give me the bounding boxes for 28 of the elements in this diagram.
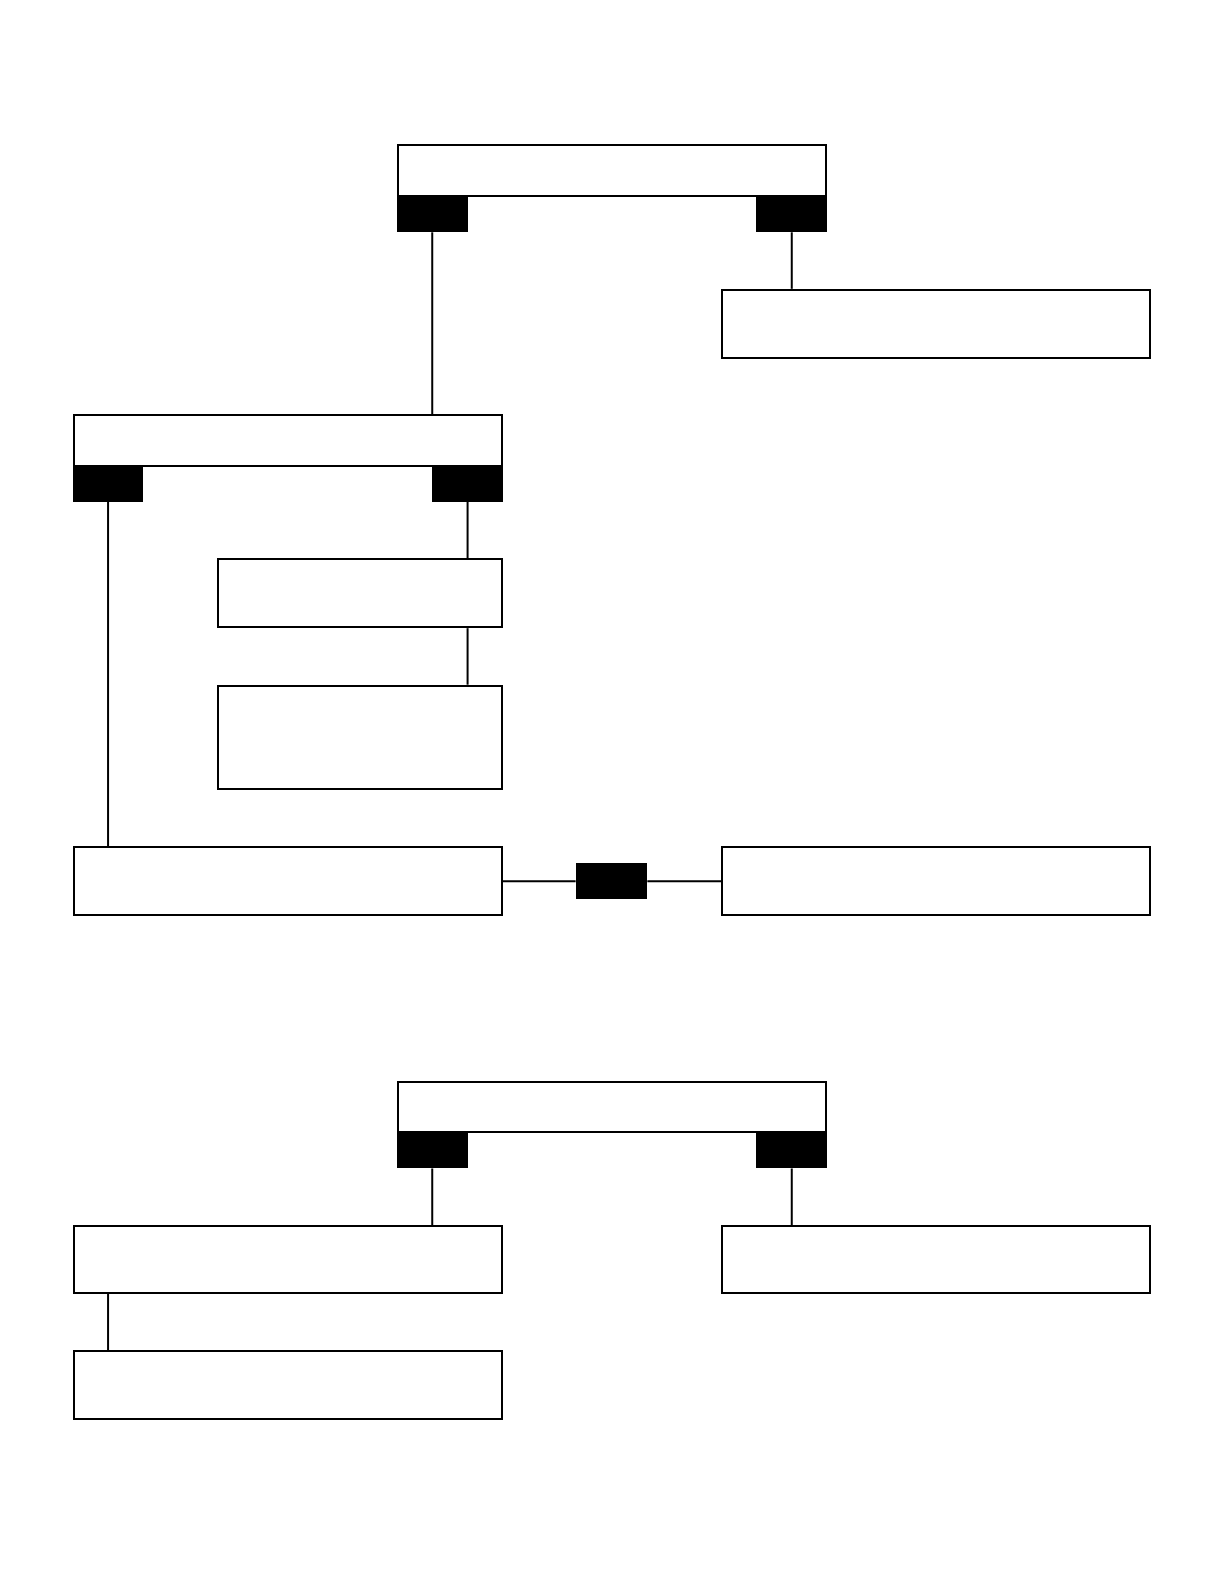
connector-line: [466, 500, 469, 560]
connector-line: [790, 231, 793, 290]
empty-box: [72, 414, 503, 467]
connector-line: [501, 880, 577, 883]
connector-line: [466, 627, 469, 686]
filled-tab: [756, 1133, 828, 1169]
filled-tab: [756, 196, 828, 233]
empty-box: [721, 846, 1152, 916]
empty-box: [396, 144, 828, 197]
filled-tab: [432, 466, 503, 502]
connector-line: [107, 500, 110, 848]
filled-tab: [72, 466, 144, 502]
connector-line: [790, 1167, 793, 1226]
empty-box: [396, 1080, 828, 1134]
connector-line: [431, 1167, 434, 1226]
connector-line: [107, 1292, 110, 1352]
empty-box: [72, 846, 503, 916]
empty-box: [721, 288, 1152, 359]
empty-box: [721, 1225, 1152, 1294]
connector-line: [431, 231, 434, 416]
empty-box: [72, 1225, 503, 1294]
empty-box: [217, 684, 503, 790]
empty-box: [217, 558, 503, 629]
filled-tab: [396, 196, 468, 233]
connector-line: [646, 880, 723, 883]
empty-box: [72, 1350, 503, 1420]
filled-tab: [575, 863, 648, 899]
filled-tab: [396, 1133, 468, 1169]
